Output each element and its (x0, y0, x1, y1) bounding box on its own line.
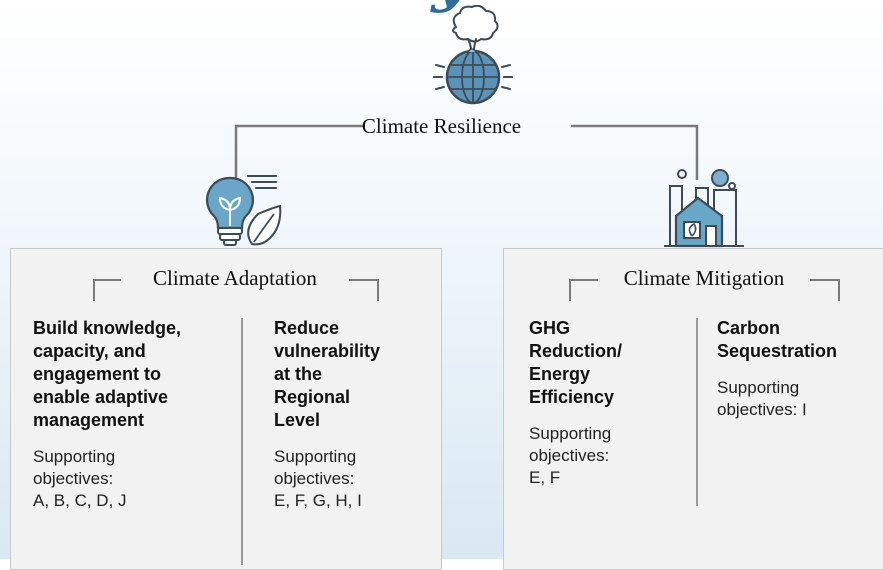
connector-left (234, 124, 365, 180)
lightbulb-leaf-icon (196, 170, 286, 248)
column-objectives: Supporting objectives: A, B, C, D, J (33, 447, 127, 510)
globe-storm-icon (428, 4, 518, 117)
adaptation-box (10, 248, 442, 570)
connector-right (571, 124, 699, 180)
column-heading: Build knowledge, capacity, and engagemen… (33, 318, 182, 430)
adaptation-divider (241, 318, 243, 565)
mitigation-divider (696, 318, 698, 506)
adaptation-column-2: Reduce vulnerability at the Regional Lev… (274, 317, 434, 512)
root-node-label: Climate Resilience (361, 114, 522, 138)
mitigation-column-1: GHG Reduction/ Energy Efficiency Support… (529, 317, 689, 489)
page-title-fragment: y (300, 0, 600, 18)
column-heading: Carbon Sequestration (717, 318, 838, 361)
column-heading: Reduce vulnerability at the Regional Lev… (274, 318, 381, 430)
mitigation-column-2: Carbon Sequestration Supporting objectiv… (717, 317, 877, 421)
adaptation-title: Climate Adaptation (121, 266, 349, 291)
city-building-icon (660, 168, 746, 248)
mitigation-title: Climate Mitigation (598, 266, 810, 291)
column-objectives: Supporting objectives: E, F, G, H, I (274, 447, 362, 510)
column-objectives: Supporting objectives: I (717, 378, 807, 419)
adaptation-column-1: Build knowledge, capacity, and engagemen… (33, 317, 233, 512)
column-heading: GHG Reduction/ Energy Efficiency (529, 318, 622, 407)
column-objectives: Supporting objectives: E, F (529, 424, 612, 487)
